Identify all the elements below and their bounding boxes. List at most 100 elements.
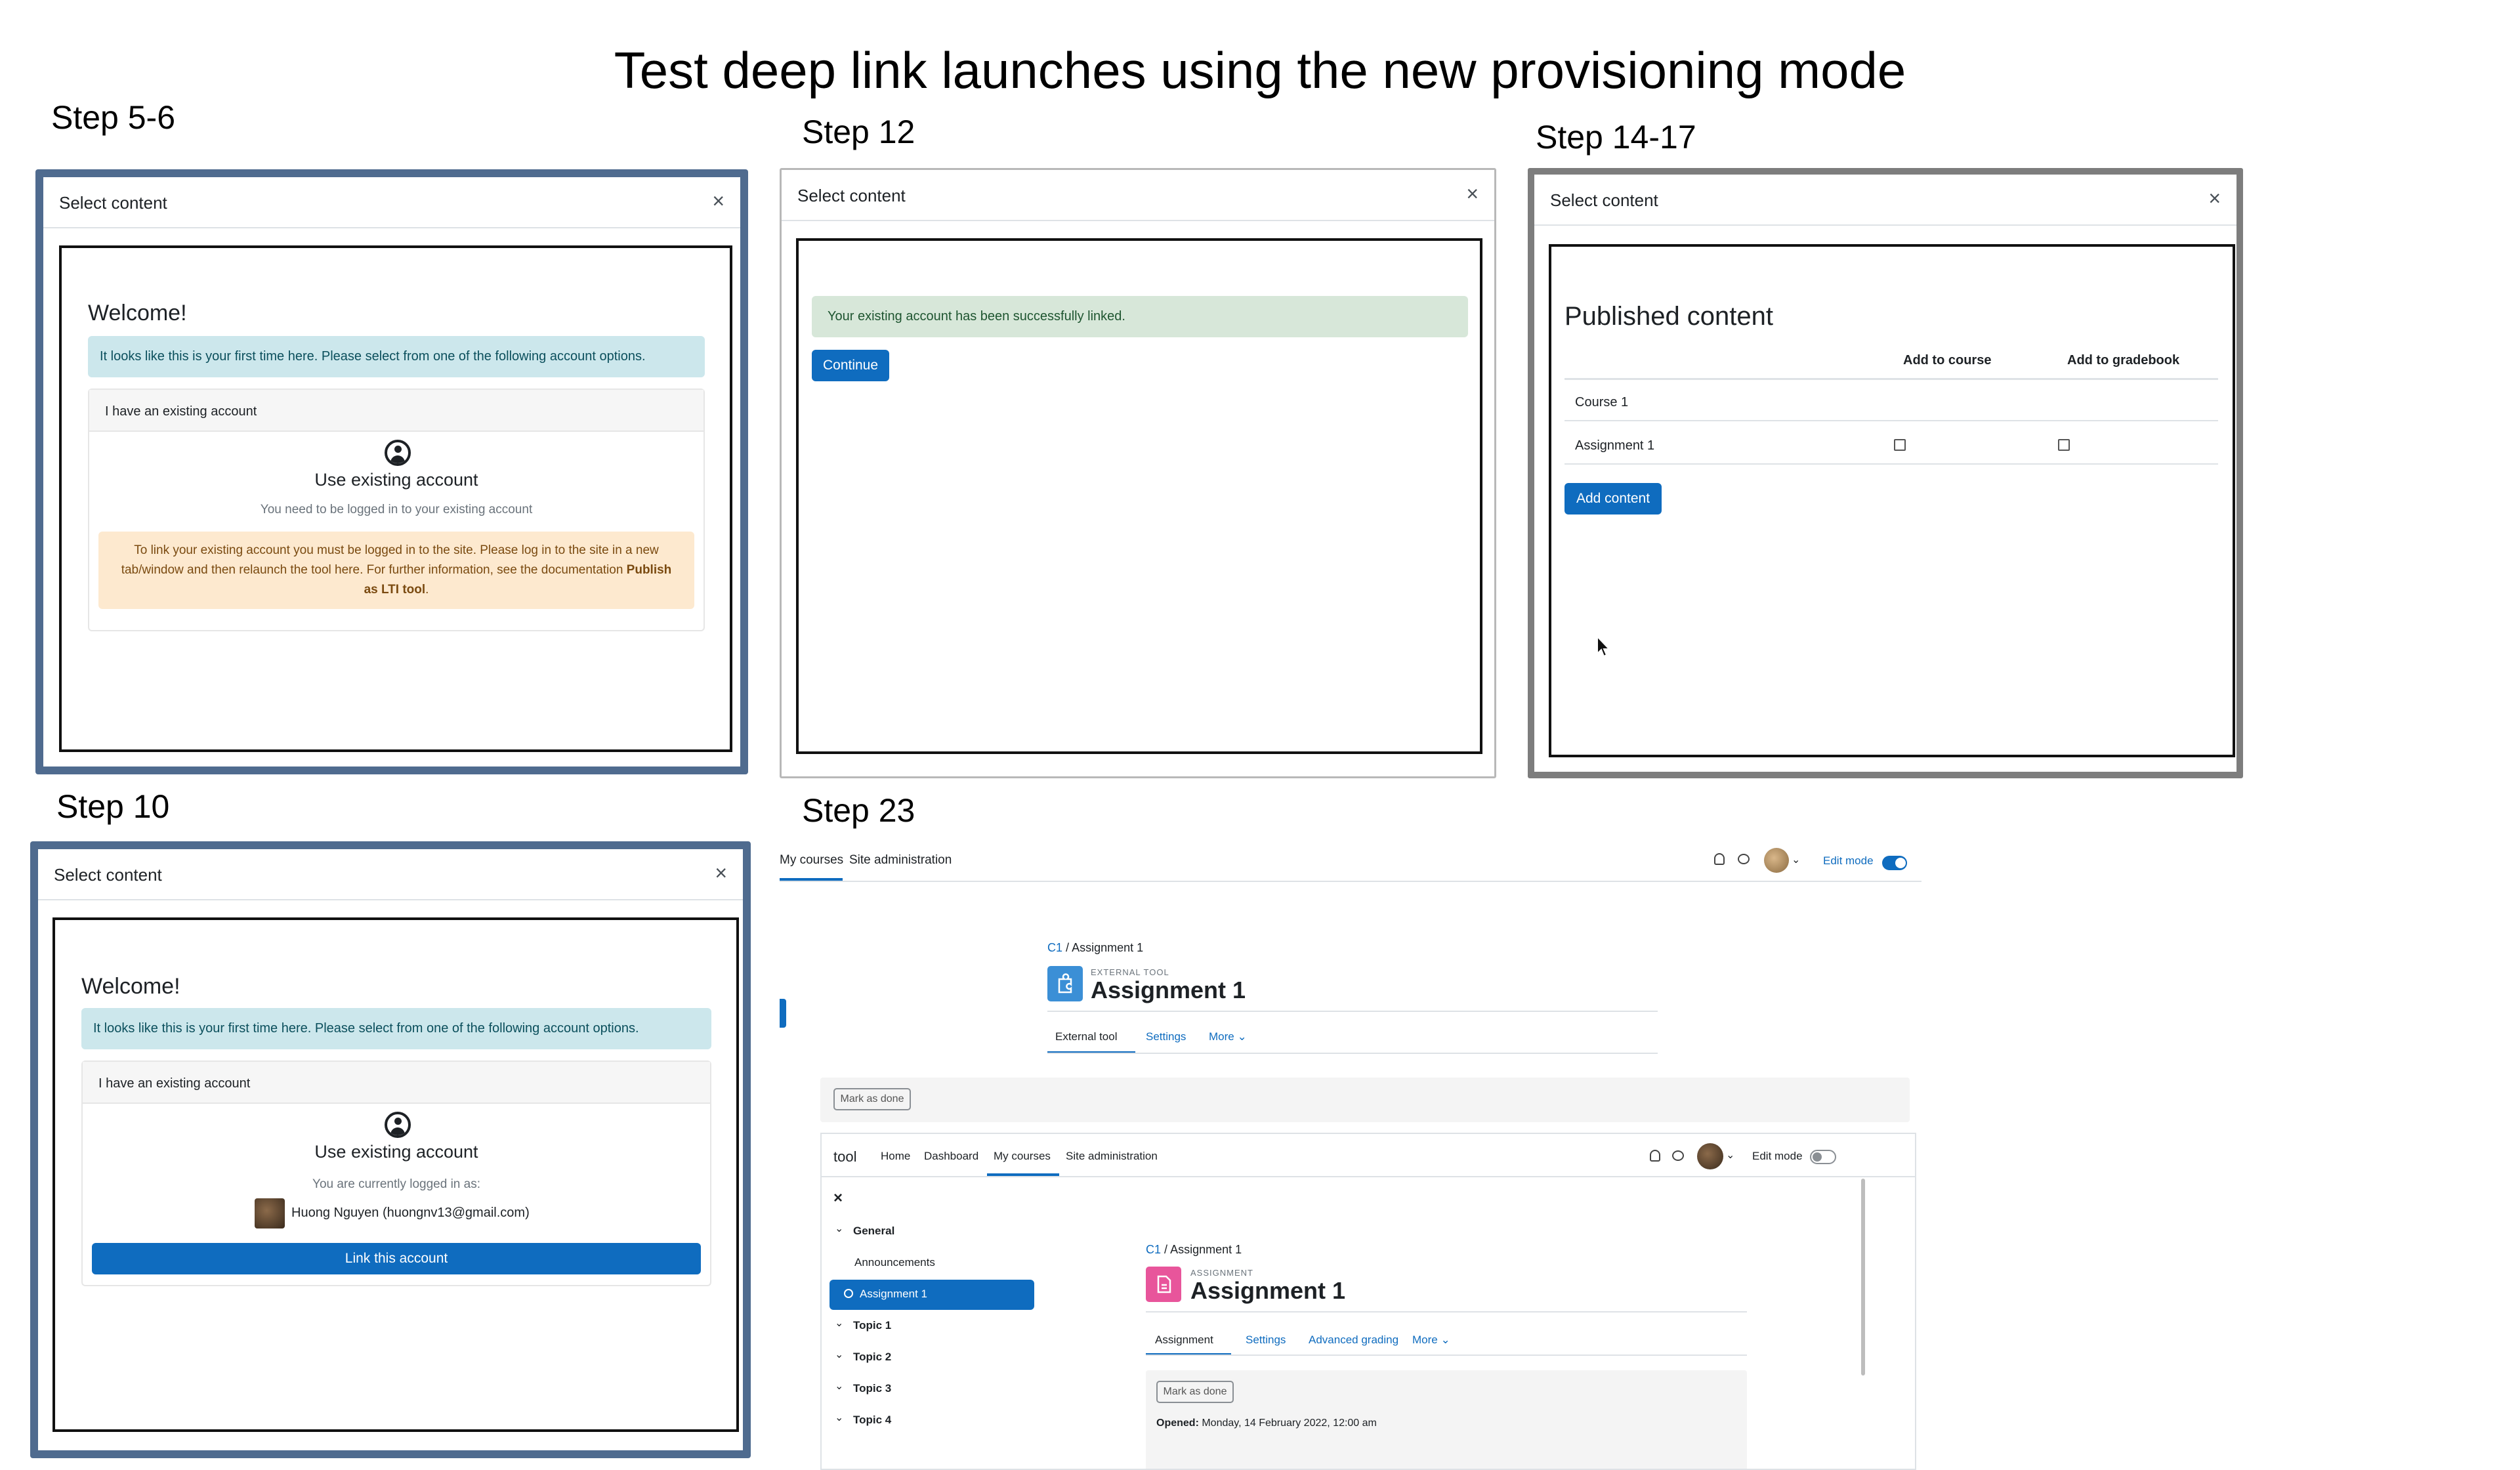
breadcrumb: C1 / Assignment 1 xyxy=(1146,1243,1242,1257)
chevron-down-icon[interactable]: ⌄ xyxy=(835,1223,844,1234)
select-content-dialog-step-5-6: Select content × Welcome! It looks like … xyxy=(35,169,748,774)
tab-external-tool[interactable]: External tool xyxy=(1055,1030,1118,1043)
tab-settings[interactable]: Settings xyxy=(1246,1334,1286,1346)
close-icon[interactable]: × xyxy=(833,1189,843,1207)
mark-as-done-button[interactable]: Mark as done xyxy=(1156,1381,1234,1403)
select-content-dialog-step-12: Select content × Your existing account h… xyxy=(780,168,1496,778)
cursor-icon xyxy=(1597,635,1611,658)
step-label-10: Step 10 xyxy=(56,788,170,825)
dialog-header: Select content × xyxy=(1534,175,2236,226)
nav-my-courses[interactable]: My courses xyxy=(780,853,844,867)
tool-frame: Welcome! It looks like this is your firs… xyxy=(59,245,732,752)
bell-icon[interactable] xyxy=(1714,853,1725,865)
activity-type-label: ASSIGNMENT xyxy=(1190,1268,1253,1278)
activity-dates-panel: Mark as done Opened: Monday, 14 February… xyxy=(1146,1370,1747,1469)
tab-assignment[interactable]: Assignment xyxy=(1155,1334,1213,1346)
existing-account-card: I have an existing account Use existing … xyxy=(81,1060,711,1286)
sidebar-item-topic-1[interactable]: Topic 1 xyxy=(853,1319,892,1332)
chat-icon[interactable] xyxy=(1738,854,1750,864)
logged-in-as-label: You are currently logged in as: xyxy=(312,1177,480,1191)
breadcrumb-current: Assignment 1 xyxy=(1170,1243,1242,1256)
close-icon[interactable]: × xyxy=(1466,182,1479,205)
chevron-down-icon[interactable]: ⌄ xyxy=(835,1381,844,1392)
table-divider xyxy=(1564,463,2218,465)
sidebar-item-topic-4[interactable]: Topic 4 xyxy=(853,1414,892,1426)
close-icon[interactable]: × xyxy=(715,861,727,885)
edit-mode-toggle[interactable] xyxy=(1810,1150,1836,1164)
tabs-divider xyxy=(1146,1354,1747,1356)
edit-mode-label: Edit mode xyxy=(1823,854,1874,867)
activity-title: Assignment 1 xyxy=(1091,976,1246,1003)
header-divider xyxy=(1146,1311,1747,1312)
nav-active-indicator xyxy=(987,1173,1059,1176)
chevron-down-icon[interactable]: ⌄ xyxy=(835,1349,844,1360)
first-time-info-alert: It looks like this is your first time he… xyxy=(88,336,705,377)
sidebar-item-general[interactable]: General xyxy=(853,1225,895,1237)
dialog-title: Select content xyxy=(1550,190,1658,210)
step-label-5-6: Step 5-6 xyxy=(51,99,176,136)
sidebar-item-assignment-1[interactable]: Assignment 1 xyxy=(830,1280,1034,1310)
nav-dashboard[interactable]: Dashboard xyxy=(924,1150,979,1162)
opened-label: Opened: xyxy=(1156,1418,1199,1429)
user-circle-icon xyxy=(385,1112,411,1138)
close-icon[interactable]: × xyxy=(712,189,724,213)
account-linked-success-alert: Your existing account has been successfu… xyxy=(812,296,1468,337)
chat-icon[interactable] xyxy=(1672,1150,1684,1161)
add-to-gradebook-checkbox[interactable] xyxy=(2058,439,2070,451)
avatar xyxy=(255,1198,285,1228)
step-label-23: Step 23 xyxy=(802,792,915,829)
edit-mode-toggle[interactable] xyxy=(1882,856,1907,870)
add-content-button[interactable]: Add content xyxy=(1564,483,1662,514)
tab-more[interactable]: More ⌄ xyxy=(1412,1334,1450,1346)
column-add-to-gradebook: Add to gradebook xyxy=(2067,353,2180,368)
published-content-heading: Published content xyxy=(1564,302,1774,331)
bell-icon[interactable] xyxy=(1650,1150,1660,1162)
activity-dates-panel: Mark as done xyxy=(820,1078,1910,1122)
circle-icon xyxy=(844,1289,853,1298)
step-23-screens: My courses Site administration ⌄ Edit mo… xyxy=(780,841,1922,1470)
add-to-course-checkbox[interactable] xyxy=(1894,439,1906,451)
nav-my-courses[interactable]: My courses xyxy=(994,1150,1051,1162)
scrollbar[interactable] xyxy=(1861,1179,1865,1376)
activity-type-label: EXTERNAL TOOL xyxy=(1091,967,1169,977)
sidebar-item-announcements[interactable]: Announcements xyxy=(854,1256,935,1269)
mark-as-done-button[interactable]: Mark as done xyxy=(833,1088,911,1110)
sidebar-item-topic-2[interactable]: Topic 2 xyxy=(853,1351,892,1363)
dialog-title: Select content xyxy=(54,865,162,885)
close-icon[interactable]: × xyxy=(2208,186,2221,210)
breadcrumb-separator: / xyxy=(1066,941,1070,954)
assignment-icon xyxy=(1146,1267,1181,1302)
select-content-dialog-step-14-17: Select content × Published content Add t… xyxy=(1528,168,2243,778)
dialog-title: Select content xyxy=(59,193,167,213)
link-this-account-button[interactable]: Link this account xyxy=(92,1243,701,1274)
nav-site-admin[interactable]: Site administration xyxy=(1066,1150,1158,1162)
opened-date: Opened: Monday, 14 February 2022, 12:00 … xyxy=(1156,1418,1377,1429)
dialog-header: Select content × xyxy=(782,170,1494,221)
welcome-heading: Welcome! xyxy=(81,974,180,999)
chevron-down-icon[interactable]: ⌄ xyxy=(1792,854,1801,866)
chevron-down-icon[interactable]: ⌄ xyxy=(835,1318,844,1329)
site-brand[interactable]: tool xyxy=(833,1148,857,1165)
first-time-info-alert: It looks like this is your first time he… xyxy=(81,1008,711,1049)
column-add-to-course: Add to course xyxy=(1903,353,1992,368)
toggle-knob xyxy=(1895,858,1906,868)
nav-divider xyxy=(822,1176,1915,1177)
continue-button[interactable]: Continue xyxy=(812,350,889,381)
tab-settings[interactable]: Settings xyxy=(1146,1030,1186,1043)
table-divider xyxy=(1564,378,2218,380)
breadcrumb-course-link[interactable]: C1 xyxy=(1146,1243,1162,1256)
tab-more[interactable]: More ⌄ xyxy=(1209,1030,1247,1043)
publish-lti-link[interactable]: Publish as LTI tool xyxy=(364,563,672,597)
nav-home[interactable]: Home xyxy=(881,1150,911,1162)
chevron-down-icon[interactable]: ⌄ xyxy=(835,1412,844,1423)
tab-advanced-grading[interactable]: Advanced grading xyxy=(1309,1334,1399,1346)
chevron-down-icon[interactable]: ⌄ xyxy=(1726,1150,1735,1161)
nav-site-admin[interactable]: Site administration xyxy=(849,853,952,867)
avatar[interactable] xyxy=(1764,848,1789,873)
breadcrumb-course-link[interactable]: C1 xyxy=(1047,941,1063,954)
drawer-handle[interactable] xyxy=(780,999,786,1028)
avatar[interactable] xyxy=(1697,1143,1723,1169)
sidebar-item-label: Assignment 1 xyxy=(860,1288,927,1300)
sidebar-item-topic-3[interactable]: Topic 3 xyxy=(853,1382,892,1395)
use-existing-account-heading: Use existing account xyxy=(314,470,478,490)
